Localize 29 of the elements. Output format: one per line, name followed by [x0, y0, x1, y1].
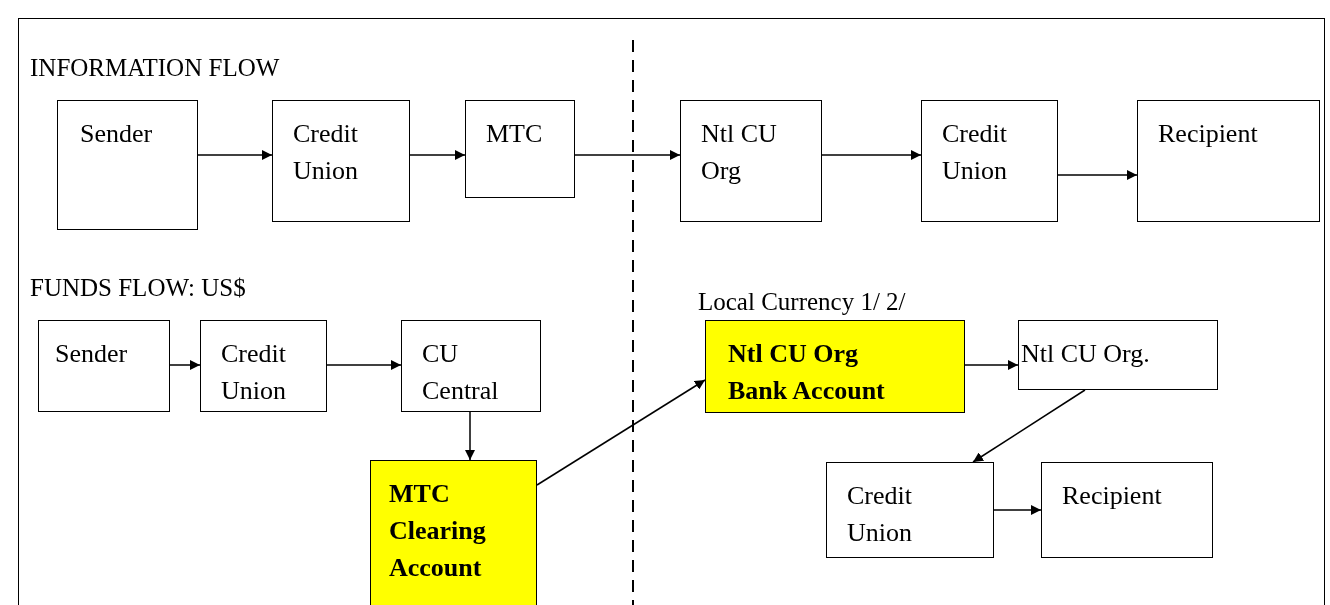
process-box: Recipient: [1137, 100, 1320, 222]
process-box: CU Central: [401, 320, 541, 412]
arrow: [465, 411, 475, 461]
process-box: Recipient: [1041, 462, 1213, 558]
arrow: [536, 379, 706, 486]
section-label: FUNDS FLOW: US$: [30, 273, 246, 303]
process-box: Credit Union: [921, 100, 1058, 222]
process-box: Sender: [57, 100, 198, 230]
highlighted-box: Ntl CU Org Bank Account: [705, 320, 965, 413]
highlighted-box: MTC Clearing Account: [370, 460, 537, 605]
process-box: Ntl CU Org: [680, 100, 822, 222]
arrow: [409, 150, 466, 160]
arrow: [972, 389, 1086, 463]
process-box: Sender: [38, 320, 170, 412]
section-label: INFORMATION FLOW: [30, 53, 280, 83]
arrow: [993, 505, 1042, 515]
process-box: Credit Union: [200, 320, 327, 412]
process-box: Credit Union: [826, 462, 994, 558]
arrow: [197, 150, 273, 160]
process-box: Credit Union: [272, 100, 410, 222]
section-label: Local Currency 1/ 2/: [698, 287, 906, 317]
arrow: [574, 150, 681, 160]
arrow: [1057, 170, 1138, 180]
arrow: [964, 360, 1019, 370]
arrow: [821, 150, 922, 160]
arrow: [326, 360, 402, 370]
arrow: [169, 360, 201, 370]
process-box: Ntl CU Org.: [1018, 320, 1218, 390]
process-box: MTC: [465, 100, 575, 198]
